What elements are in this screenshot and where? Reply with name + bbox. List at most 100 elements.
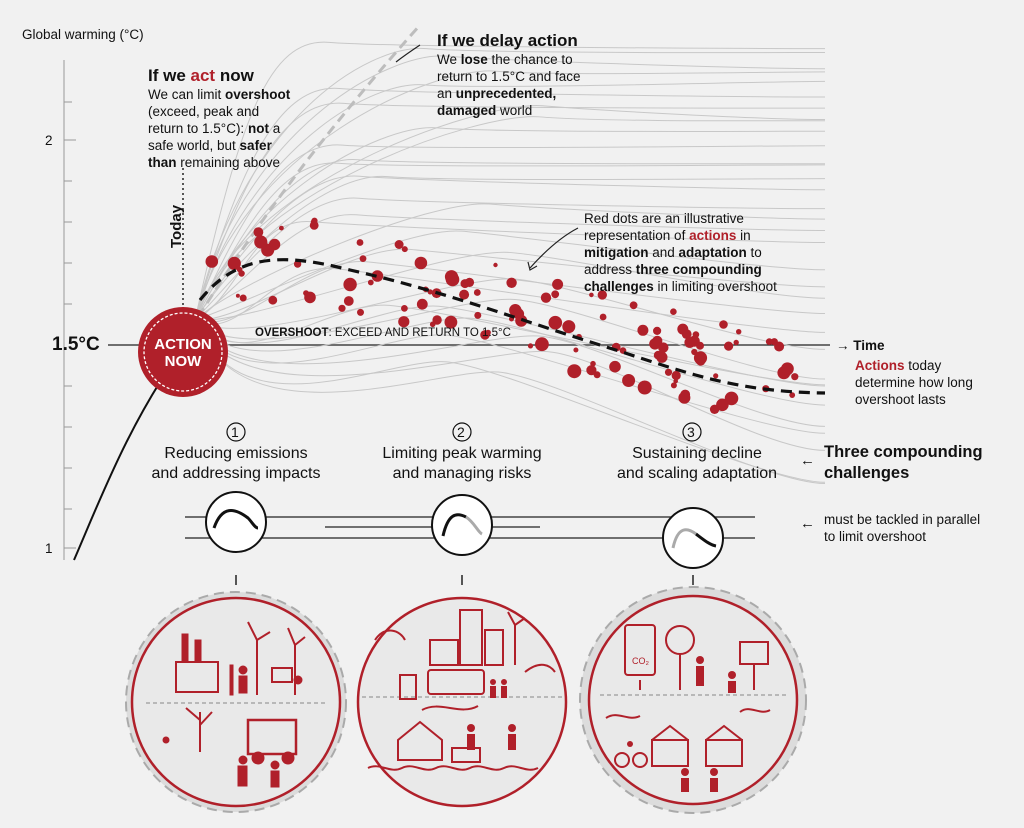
scenario-line [194,319,826,485]
action-dot [552,278,564,290]
scenario-line [194,176,826,321]
action-dot [343,296,354,306]
action-dot [540,292,552,303]
delay-arrow [395,44,421,63]
action-dot [398,316,410,328]
scenario-line [194,230,826,321]
scenario-line [194,197,826,321]
action-dot [235,293,240,298]
action-dot [658,342,669,353]
scenario-line [194,41,826,321]
action-dot [513,308,525,320]
action-dot [394,240,404,249]
action-dot [673,378,678,384]
action-dot [474,311,482,319]
valve-1 [205,491,267,553]
action-now-badge [138,307,228,397]
action-dot [586,365,597,376]
action-dot [429,321,436,328]
threshold-label: 1.5°C [52,334,100,355]
action-dot [567,364,582,379]
scenario-line [194,70,826,321]
action-dot [548,315,563,330]
action-dot [493,262,498,268]
action-dot [791,373,799,381]
action-dot [774,341,785,352]
action-dot [652,335,663,346]
scenario-line [194,251,826,321]
action-dot [310,219,316,225]
scenario-line [194,116,826,321]
y-tick-1: 1 [45,541,53,556]
action-dot [205,255,219,268]
action-dot [357,308,364,316]
action-dot [304,291,316,304]
illustration-1 [125,591,347,813]
actions-today-note: Actions today determine how long oversho… [855,358,973,407]
action-dot [670,382,677,389]
action-dot [599,313,607,321]
action-dot [416,298,428,310]
action-dot [464,277,475,287]
scenario-line [194,87,826,321]
action-dots [198,217,799,414]
action-dot [371,270,384,282]
valve-2 [431,494,493,556]
action-dot [253,227,264,238]
action-dot [724,391,739,406]
action-dot [765,338,773,345]
action-dot [733,339,739,346]
scenario-line [194,203,826,321]
action-dot [597,290,607,300]
action-dot [789,392,796,398]
action-dot [551,290,560,299]
action-dot [527,343,534,349]
action-dot [637,380,652,395]
action-dot [535,337,549,352]
action-dot [367,279,374,286]
scenario-line [194,55,826,321]
scenario-line [194,317,826,406]
action-dot [693,351,708,365]
y-axis [63,60,76,560]
overshoot-label: OVERSHOOT: EXCEED AND RETURN TO 1.5°C [255,327,511,339]
challenge-number-1: 1 [231,424,239,440]
action-dot [227,256,241,270]
action-dot [713,373,719,379]
action-dot [338,304,346,312]
action-dot [670,308,677,316]
action-dot [637,324,649,336]
action-dot [629,301,638,310]
today-label: Today [168,204,185,248]
scenario-line [194,319,826,451]
valve-3 [662,507,724,569]
y-axis-title: Global warming (°C) [22,27,144,42]
overshoot-path [198,258,826,395]
three-compounding-arrow: ← [800,452,815,469]
scenario-line [194,105,826,321]
y-tick-2: 2 [45,133,53,148]
scenario-line [194,319,826,483]
action-dot [279,225,284,231]
action-dot [589,292,594,298]
action-dot [622,374,636,387]
action-dot [719,320,728,329]
scenario-line [194,304,826,386]
action-dot [562,320,576,334]
scenario-line [194,214,826,321]
action-dot [716,398,729,412]
scenario-line [194,319,826,434]
action-now-line2: NOW [164,353,202,370]
scenario-line [194,261,826,323]
action-dot [239,294,247,302]
action-dot [444,315,458,329]
challenge-number-2: 2 [457,424,465,440]
scenario-line [194,298,826,380]
action-dot [485,329,491,336]
action-dot [356,239,364,246]
